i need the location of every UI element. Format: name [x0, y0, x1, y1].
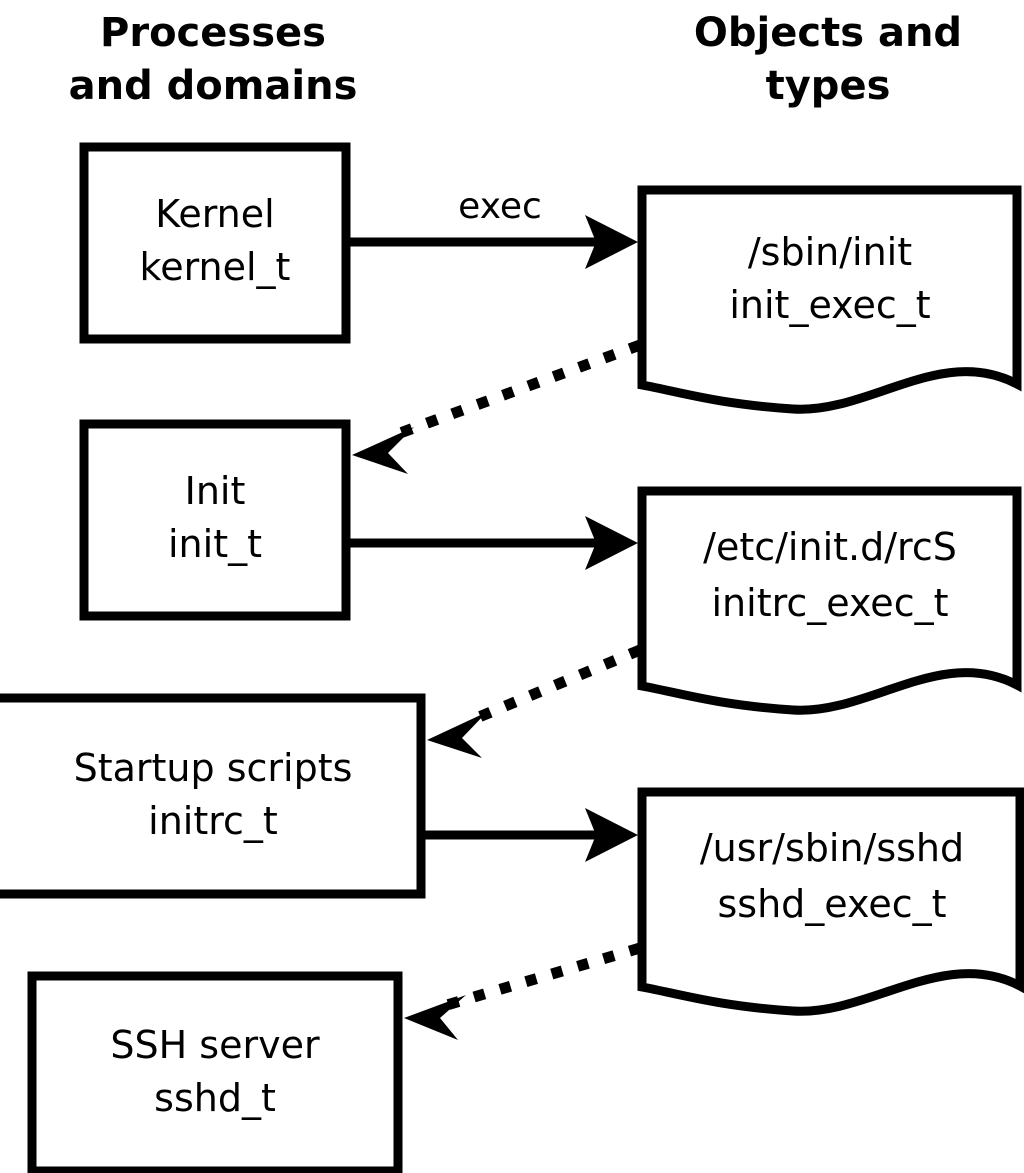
- process-node-init-name: Init: [185, 469, 246, 513]
- arrowhead-init-rcs: [585, 516, 638, 570]
- process-node-ssh-server-type: sshd_t: [154, 1076, 276, 1120]
- process-node-init-type: init_t: [168, 522, 262, 566]
- left-column-header-line1: Processes: [100, 10, 326, 56]
- edge-line-initrc-exec: [464, 644, 643, 728]
- process-node-kernel-name: Kernel: [155, 192, 274, 236]
- object-node-usr-sbin-sshd-type: sshd_exec_t: [717, 882, 946, 926]
- process-node-startup-scripts-name: Startup scripts: [74, 746, 353, 790]
- object-node-etc-initd-rcs-type: initrc_exec_t: [712, 581, 949, 625]
- right-column-header-line1: Objects and: [694, 10, 962, 56]
- edge-init-to-rcs: [350, 516, 638, 570]
- right-column-header-line2: types: [766, 63, 891, 109]
- object-node-usr-sbin-sshd[interactable]: /usr/sbin/sshd sshd_exec_t: [637, 787, 1024, 1016]
- edge-sbin-init-to-init: [352, 339, 642, 474]
- object-node-sbin-init-path: /sbin/init: [748, 230, 912, 274]
- edge-sshd-bin-to-ssh-server: [404, 942, 642, 1040]
- object-node-usr-sbin-sshd-shape: [637, 787, 1024, 1016]
- edge-line-sshd-exec: [445, 942, 642, 1011]
- edge-rcs-to-startup-scripts: [427, 644, 643, 758]
- arrowhead-initrc-transition: [427, 712, 487, 758]
- arrowhead-sshd-transition: [404, 995, 466, 1040]
- process-node-kernel-box: [79, 142, 351, 344]
- arrowhead-startup-sshd: [585, 808, 638, 862]
- object-node-usr-sbin-sshd-path: /usr/sbin/sshd: [700, 826, 964, 870]
- process-node-ssh-server-name: SSH server: [110, 1023, 320, 1067]
- left-column-header-line2: and domains: [69, 63, 358, 109]
- object-node-sbin-init-shape: [637, 185, 1022, 414]
- object-node-etc-initd-rcs[interactable]: /etc/init.d/rcS initrc_exec_t: [637, 486, 1022, 715]
- process-node-kernel-type: kernel_t: [140, 245, 291, 289]
- process-node-init-box: [79, 419, 351, 621]
- edge-line-init-exec: [390, 339, 642, 442]
- arrowhead-init-transition: [352, 427, 414, 474]
- object-node-etc-initd-rcs-path: /etc/init.d/rcS: [703, 525, 957, 569]
- process-node-ssh-server[interactable]: SSH server sshd_t: [27, 971, 403, 1173]
- edge-label-exec: exec: [458, 186, 542, 227]
- object-node-sbin-init[interactable]: /sbin/init init_exec_t: [637, 185, 1022, 414]
- edge-startup-scripts-to-sshd-bin: [425, 808, 638, 862]
- edge-kernel-to-sbin-init: exec: [350, 186, 638, 269]
- object-node-sbin-init-type: init_exec_t: [729, 283, 930, 327]
- process-node-ssh-server-box: [27, 971, 403, 1173]
- process-node-startup-scripts-type: initrc_t: [148, 799, 278, 843]
- process-node-kernel[interactable]: Kernel kernel_t: [79, 142, 351, 344]
- arrowhead-exec: [585, 215, 638, 269]
- process-node-startup-scripts[interactable]: Startup scripts initrc_t: [0, 693, 426, 899]
- process-node-init[interactable]: Init init_t: [79, 419, 351, 621]
- process-node-startup-scripts-box: [0, 693, 426, 899]
- object-node-etc-initd-rcs-shape: [637, 486, 1022, 715]
